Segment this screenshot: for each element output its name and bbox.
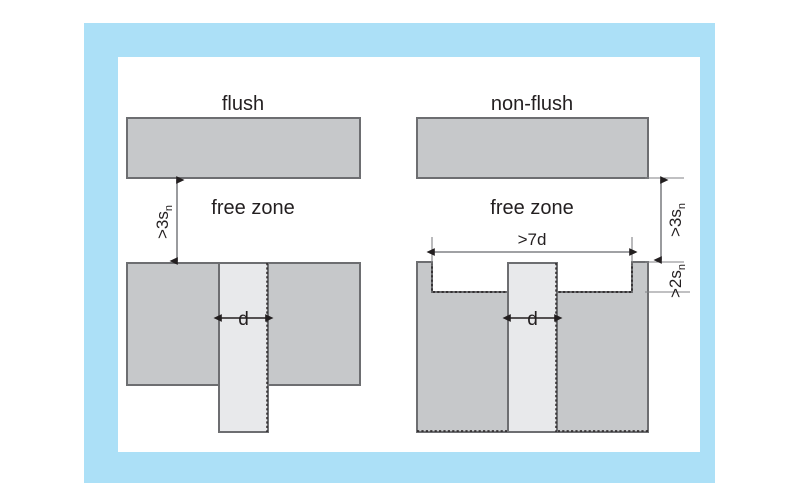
clearance-dimension-label-non-flush: >3sn: [666, 203, 688, 237]
target-bar-non-flush: [416, 117, 649, 179]
sensor-body-non-flush: [507, 262, 558, 433]
recess-width-label: >7d: [518, 230, 547, 249]
clearance-label-sub-flush: n: [163, 205, 175, 211]
svg-text:>3sn: >3sn: [153, 205, 175, 239]
recess-depth-sub: n: [676, 264, 688, 270]
svg-text:>2sn: >2sn: [666, 264, 688, 298]
panel-title-flush: flush: [222, 93, 264, 115]
target-bar-flush: [126, 117, 361, 179]
clearance-label-text-flush: >3s: [153, 211, 172, 239]
clearance-dimension-label-flush: >3sn: [153, 205, 175, 239]
recess-outline-left-dotted: [431, 262, 508, 293]
clearance-label-sub-non-flush: n: [676, 203, 688, 209]
svg-text:>3sn: >3sn: [666, 203, 688, 237]
panel-non-flush: non-flush free zone >7d: [416, 93, 690, 433]
recess-depth-label: >2sn: [666, 264, 688, 298]
mounting-block-flush-right: [267, 262, 361, 386]
mounting-block-non-flush-right: [556, 261, 649, 433]
panel-title-non-flush: non-flush: [491, 93, 573, 115]
mounting-block-flush-left: [126, 262, 220, 386]
mounting-block-non-flush-left: [416, 261, 509, 433]
sensor-body-flush: [218, 262, 269, 433]
recess-depth-text: >2s: [666, 270, 685, 298]
panel-flush: flush free zone >3sn d: [126, 93, 361, 433]
recess-outline-right-dotted: [557, 262, 633, 293]
clearance-label-text-non-flush: >3s: [666, 209, 685, 237]
diameter-label-flush: d: [238, 309, 249, 330]
free-zone-label-flush: free zone: [211, 197, 294, 219]
free-zone-label-non-flush: free zone: [490, 197, 573, 219]
diameter-label-non-flush: d: [527, 309, 538, 330]
